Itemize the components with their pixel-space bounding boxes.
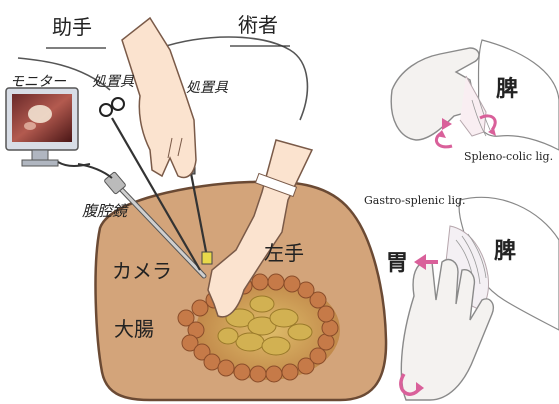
spleen-bottom-label: 脾 [494, 239, 516, 264]
monitor [6, 88, 90, 166]
large-intestine-label: 大腸 [114, 317, 154, 341]
assistant-label: 助手 [52, 15, 92, 39]
spleno-colic-detail [391, 40, 559, 150]
left-hand-label: 左手 [264, 241, 304, 265]
stomach-label: 胃 [386, 251, 408, 276]
gastro-splenic-label: Gastro-splenic lig. [364, 194, 466, 207]
surgeon-label: 術者 [238, 13, 278, 37]
gastro-splenic-detail [401, 197, 559, 400]
camera-label: カメラ [112, 259, 172, 283]
spleen-top-label: 脾 [496, 77, 518, 102]
instrument-left-label: 処置具 [92, 74, 135, 90]
monitor-label: モニター [10, 74, 67, 90]
instrument-right-label: 処置具 [186, 80, 229, 96]
spleno-colic-label: Spleno-colic lig. [464, 150, 553, 163]
laparoscope-label: 腹腔鏡 [82, 202, 129, 220]
